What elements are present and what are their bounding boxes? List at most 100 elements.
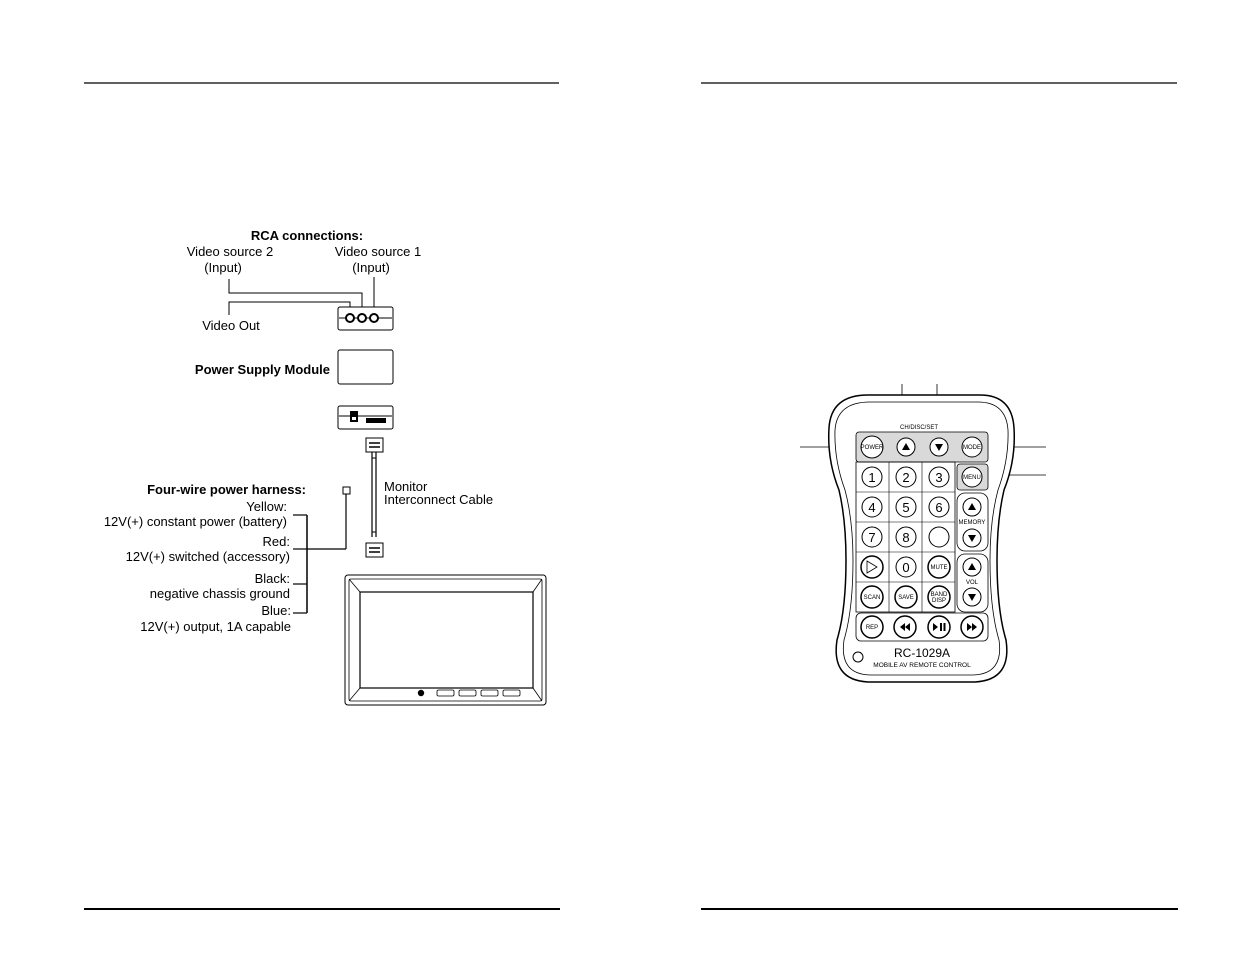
black-label: Black: bbox=[255, 571, 290, 586]
vol-up-button[interactable] bbox=[962, 557, 982, 577]
cable-plug-bottom bbox=[365, 542, 384, 558]
video-out-leader bbox=[228, 301, 351, 316]
ch-down-button[interactable] bbox=[929, 437, 949, 457]
key-3-label: 3 bbox=[935, 470, 942, 485]
triangle-up-icon bbox=[968, 503, 976, 510]
key-4[interactable]: 4 bbox=[861, 496, 883, 518]
monitor-button-3 bbox=[480, 689, 499, 697]
pause-bar-left bbox=[940, 623, 942, 631]
key-6-label: 6 bbox=[935, 500, 942, 515]
video-out-label: Video Out bbox=[202, 318, 260, 333]
ch-disc-set-label: CH/DISC/SET bbox=[900, 425, 938, 431]
video-source-1-label: Video source 1 bbox=[335, 244, 422, 259]
key-2[interactable]: 2 bbox=[895, 466, 917, 488]
memory-up-button[interactable] bbox=[962, 497, 982, 517]
monitor-button-4 bbox=[502, 689, 521, 697]
key-8-label: 8 bbox=[902, 530, 909, 545]
remote-inner-edge bbox=[834, 401, 1009, 676]
save-button-label: SAVE bbox=[898, 595, 914, 601]
triangle-up-icon bbox=[968, 563, 976, 570]
key-1[interactable]: 1 bbox=[861, 466, 883, 488]
bezel-corner-tl bbox=[348, 578, 361, 593]
harness-plug bbox=[342, 486, 351, 495]
play-pause-button[interactable] bbox=[927, 615, 951, 639]
wiring-diagram: RCA connections: Video source 2 (Input) … bbox=[104, 228, 547, 706]
key-4-circle[interactable] bbox=[861, 496, 883, 518]
yellow-label: Yellow: bbox=[246, 499, 287, 514]
key-3-circle[interactable] bbox=[928, 466, 950, 488]
harness-title: Four-wire power harness: bbox=[147, 482, 306, 497]
rewind-button[interactable] bbox=[893, 615, 917, 639]
key-7[interactable]: 7 bbox=[861, 526, 883, 548]
menu-button-circle[interactable] bbox=[961, 466, 983, 488]
save-button-circle[interactable] bbox=[894, 585, 918, 609]
key-0-label: 0 bbox=[902, 560, 909, 575]
transport-panel bbox=[855, 612, 989, 642]
band-label: BAND bbox=[931, 592, 948, 598]
power-connector-box bbox=[337, 405, 394, 430]
cable-plug-top bbox=[365, 437, 384, 453]
key-1-circle[interactable] bbox=[861, 466, 883, 488]
key-7-label: 7 bbox=[868, 530, 875, 545]
fast-forward-button[interactable] bbox=[960, 615, 984, 639]
play-outline-icon bbox=[866, 560, 878, 574]
remote-control: CH/DISC/SET POWER MODE MENU bbox=[800, 384, 1046, 683]
power-button[interactable]: POWER bbox=[860, 435, 884, 459]
ch-up-button[interactable] bbox=[896, 437, 916, 457]
remote-subtitle: MOBILE AV REMOTE CONTROL bbox=[873, 662, 971, 669]
ir-window bbox=[852, 651, 864, 663]
menu-button[interactable]: MENU bbox=[961, 466, 983, 488]
key-1-label: 1 bbox=[868, 470, 875, 485]
key-8[interactable]: 8 bbox=[895, 526, 917, 548]
key-2-circle[interactable] bbox=[895, 466, 917, 488]
enter-button[interactable] bbox=[860, 555, 884, 579]
rep-button[interactable]: REP bbox=[860, 615, 884, 639]
vol-down-button[interactable] bbox=[962, 587, 982, 607]
rewind-icon bbox=[900, 623, 910, 631]
power-button-circle[interactable] bbox=[860, 435, 884, 459]
key-blank[interactable] bbox=[928, 526, 950, 548]
monitor bbox=[344, 574, 547, 706]
key-7-circle[interactable] bbox=[861, 526, 883, 548]
mode-button[interactable]: MODE bbox=[961, 436, 983, 458]
mode-button-label: MODE bbox=[963, 445, 981, 451]
key-5[interactable]: 5 bbox=[895, 496, 917, 518]
band-disp-button-circle[interactable] bbox=[927, 585, 951, 609]
key-6[interactable]: 6 bbox=[928, 496, 950, 518]
scan-button-circle[interactable] bbox=[860, 585, 884, 609]
band-disp-button[interactable]: BAND DISP bbox=[927, 585, 951, 609]
power-supply-module bbox=[337, 349, 394, 385]
scan-button[interactable]: SCAN bbox=[860, 585, 884, 609]
key-5-circle[interactable] bbox=[895, 496, 917, 518]
play-pause-button-circle[interactable] bbox=[927, 615, 951, 639]
bezel-corner-br bbox=[532, 687, 543, 702]
rca-title: RCA connections: bbox=[251, 228, 363, 243]
key-6-circle[interactable] bbox=[928, 496, 950, 518]
monitor-bezel bbox=[348, 578, 543, 702]
pause-bar-right bbox=[943, 623, 946, 631]
key-blank-circle[interactable] bbox=[928, 526, 950, 548]
bezel-corner-tr bbox=[532, 578, 543, 593]
key-0-circle[interactable] bbox=[895, 556, 917, 578]
key-3[interactable]: 3 bbox=[928, 466, 950, 488]
mute-button[interactable]: MUTE bbox=[927, 555, 951, 579]
blue-label: Blue: bbox=[261, 603, 291, 618]
bezel-corner-bl bbox=[348, 687, 361, 702]
black-desc: negative chassis ground bbox=[150, 586, 290, 601]
mode-button-circle[interactable] bbox=[961, 436, 983, 458]
key-0[interactable]: 0 bbox=[895, 556, 917, 578]
memory-down-button[interactable] bbox=[962, 528, 982, 548]
mute-button-circle[interactable] bbox=[927, 555, 951, 579]
cable-label-line2: Interconnect Cable bbox=[384, 492, 493, 507]
key-8-circle[interactable] bbox=[895, 526, 917, 548]
rep-button-circle[interactable] bbox=[860, 615, 884, 639]
red-desc: 12V(+) switched (accessory) bbox=[126, 549, 290, 564]
video-source-2-sub: (Input) bbox=[204, 260, 242, 275]
cable-label-line1: Monitor bbox=[384, 479, 428, 494]
rep-button-label: REP bbox=[866, 625, 878, 631]
monitor-socket bbox=[366, 418, 386, 423]
fast-forward-icon bbox=[967, 623, 977, 631]
monitor-button-1 bbox=[436, 689, 455, 697]
video-source-1-sub: (Input) bbox=[352, 260, 390, 275]
save-button[interactable]: SAVE bbox=[894, 585, 918, 609]
